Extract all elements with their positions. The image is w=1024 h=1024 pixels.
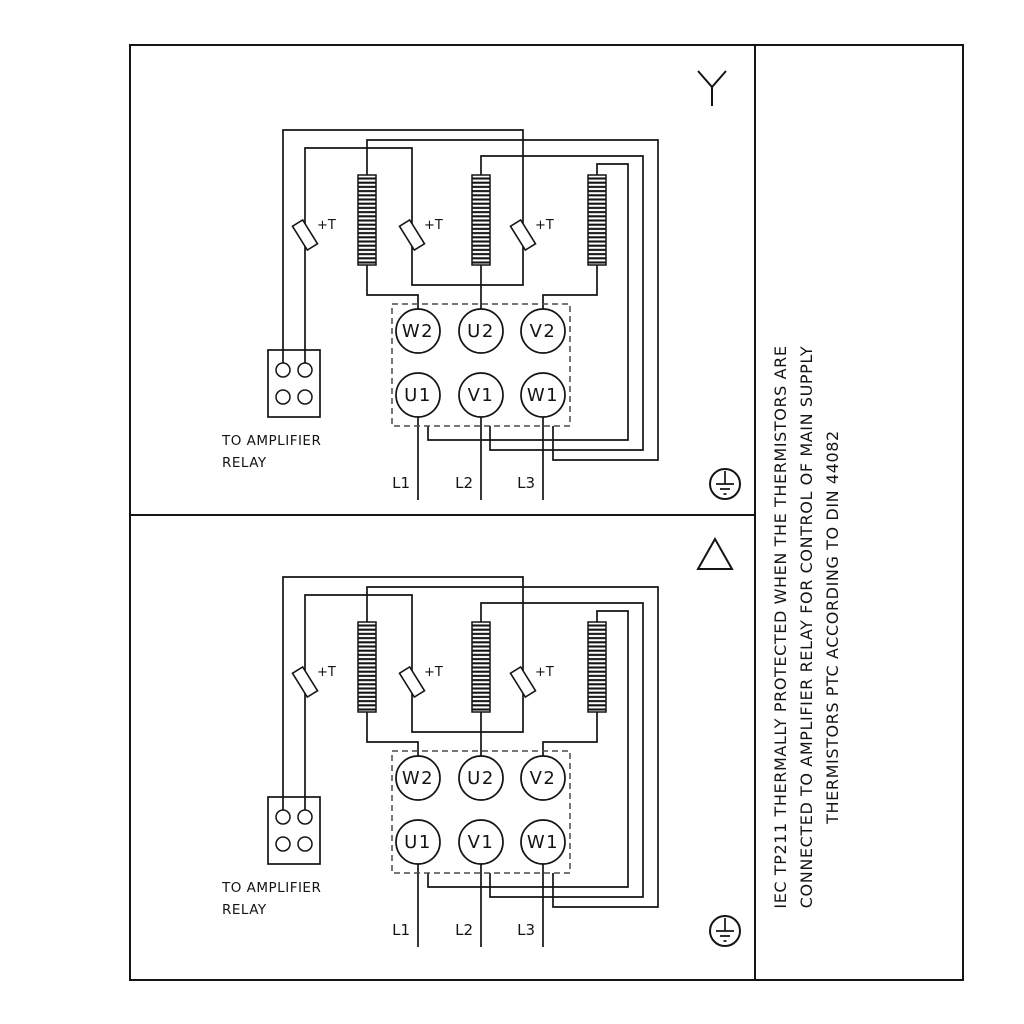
- svg-text:W1: W1: [527, 832, 559, 853]
- terminal-w1: W1: [520, 372, 566, 418]
- star-connection-icon: [697, 70, 727, 106]
- thermistor-icon: [291, 218, 319, 252]
- svg-text:V2: V2: [530, 768, 557, 789]
- thermistor-label: +T: [535, 665, 554, 680]
- relay-caption-line2: RELAY: [222, 902, 267, 918]
- svg-text:U1: U1: [404, 832, 432, 853]
- relay-terminal: [275, 836, 291, 852]
- delta-connection-icon: [696, 536, 734, 570]
- thermistor-icon: [398, 665, 426, 699]
- relay-terminal: [275, 389, 291, 405]
- wiring: [282, 129, 659, 500]
- relay-caption-line1: TO AMPLIFIER: [221, 433, 321, 449]
- terminal-w2: W2: [395, 308, 441, 354]
- terminal-v2: V2: [520, 308, 566, 354]
- svg-text:U2: U2: [467, 768, 495, 789]
- motor-winding-symbol: [587, 174, 607, 266]
- supply-label-l1: L1: [392, 921, 410, 939]
- relay-terminal: [275, 362, 291, 378]
- earth-ground-icon: [709, 915, 741, 947]
- motor-winding-symbol: [357, 174, 377, 266]
- svg-text:W2: W2: [402, 321, 434, 342]
- amplifier-relay-box: [267, 796, 321, 865]
- side-note-line1: IEC TP211 THERMALLY PROTECTED WHEN THE T…: [771, 345, 790, 908]
- thermistor-icon: [291, 665, 319, 699]
- svg-text:W1: W1: [527, 385, 559, 406]
- side-note-line2: CONNECTED TO AMPLIFIER RELAY FOR CONTROL…: [797, 346, 816, 908]
- motor-winding-symbol: [357, 621, 377, 713]
- supply-label-l3: L3: [517, 474, 535, 492]
- terminal-u1: U1: [395, 819, 441, 865]
- terminal-u2: U2: [458, 308, 504, 354]
- star-panel: +T +T +T W2 U2 V2 U1 V1 W1 TO AMP: [221, 70, 741, 500]
- earth-ground-icon: [709, 468, 741, 500]
- relay-terminal: [275, 809, 291, 825]
- supply-label-l1: L1: [392, 474, 410, 492]
- motor-winding-symbol: [587, 621, 607, 713]
- side-note: IEC TP211 THERMALLY PROTECTED WHEN THE T…: [771, 345, 842, 908]
- terminal-u1: U1: [395, 372, 441, 418]
- relay-terminal: [297, 809, 313, 825]
- relay-caption-line1: TO AMPLIFIER: [221, 880, 321, 896]
- thermistor-label: +T: [424, 665, 443, 680]
- terminal-v1: V1: [458, 819, 504, 865]
- thermistor-icon: [509, 218, 537, 252]
- supply-label-l2: L2: [455, 921, 473, 939]
- terminal-w2: W2: [395, 755, 441, 801]
- thermistor-label: +T: [535, 218, 554, 233]
- thermistor-label: +T: [317, 218, 336, 233]
- terminal-u2: U2: [458, 755, 504, 801]
- thermistor-icon: [398, 218, 426, 252]
- thermistor-label: +T: [424, 218, 443, 233]
- amplifier-relay-box: [267, 349, 321, 418]
- terminal-v2: V2: [520, 755, 566, 801]
- relay-terminal: [297, 836, 313, 852]
- svg-text:V1: V1: [468, 385, 495, 406]
- relay-terminal: [297, 389, 313, 405]
- motor-winding-symbol: [471, 174, 491, 266]
- supply-label-l2: L2: [455, 474, 473, 492]
- terminal-w1: W1: [520, 819, 566, 865]
- delta-panel: +T +T +T W2 U2 V2 U1 V1 W1 TO AMP: [221, 536, 741, 947]
- terminal-v1: V1: [458, 372, 504, 418]
- relay-caption-line2: RELAY: [222, 455, 267, 471]
- wiring: [282, 576, 659, 947]
- svg-text:U1: U1: [404, 385, 432, 406]
- svg-text:W2: W2: [402, 768, 434, 789]
- svg-text:V2: V2: [530, 321, 557, 342]
- supply-label-l3: L3: [517, 921, 535, 939]
- motor-winding-symbol: [471, 621, 491, 713]
- thermistor-icon: [509, 665, 537, 699]
- svg-text:V1: V1: [468, 832, 495, 853]
- side-note-line3: THERMISTORS PTC ACCORDING TO DIN 44082: [823, 430, 842, 825]
- thermistor-label: +T: [317, 665, 336, 680]
- relay-terminal: [297, 362, 313, 378]
- svg-text:U2: U2: [467, 321, 495, 342]
